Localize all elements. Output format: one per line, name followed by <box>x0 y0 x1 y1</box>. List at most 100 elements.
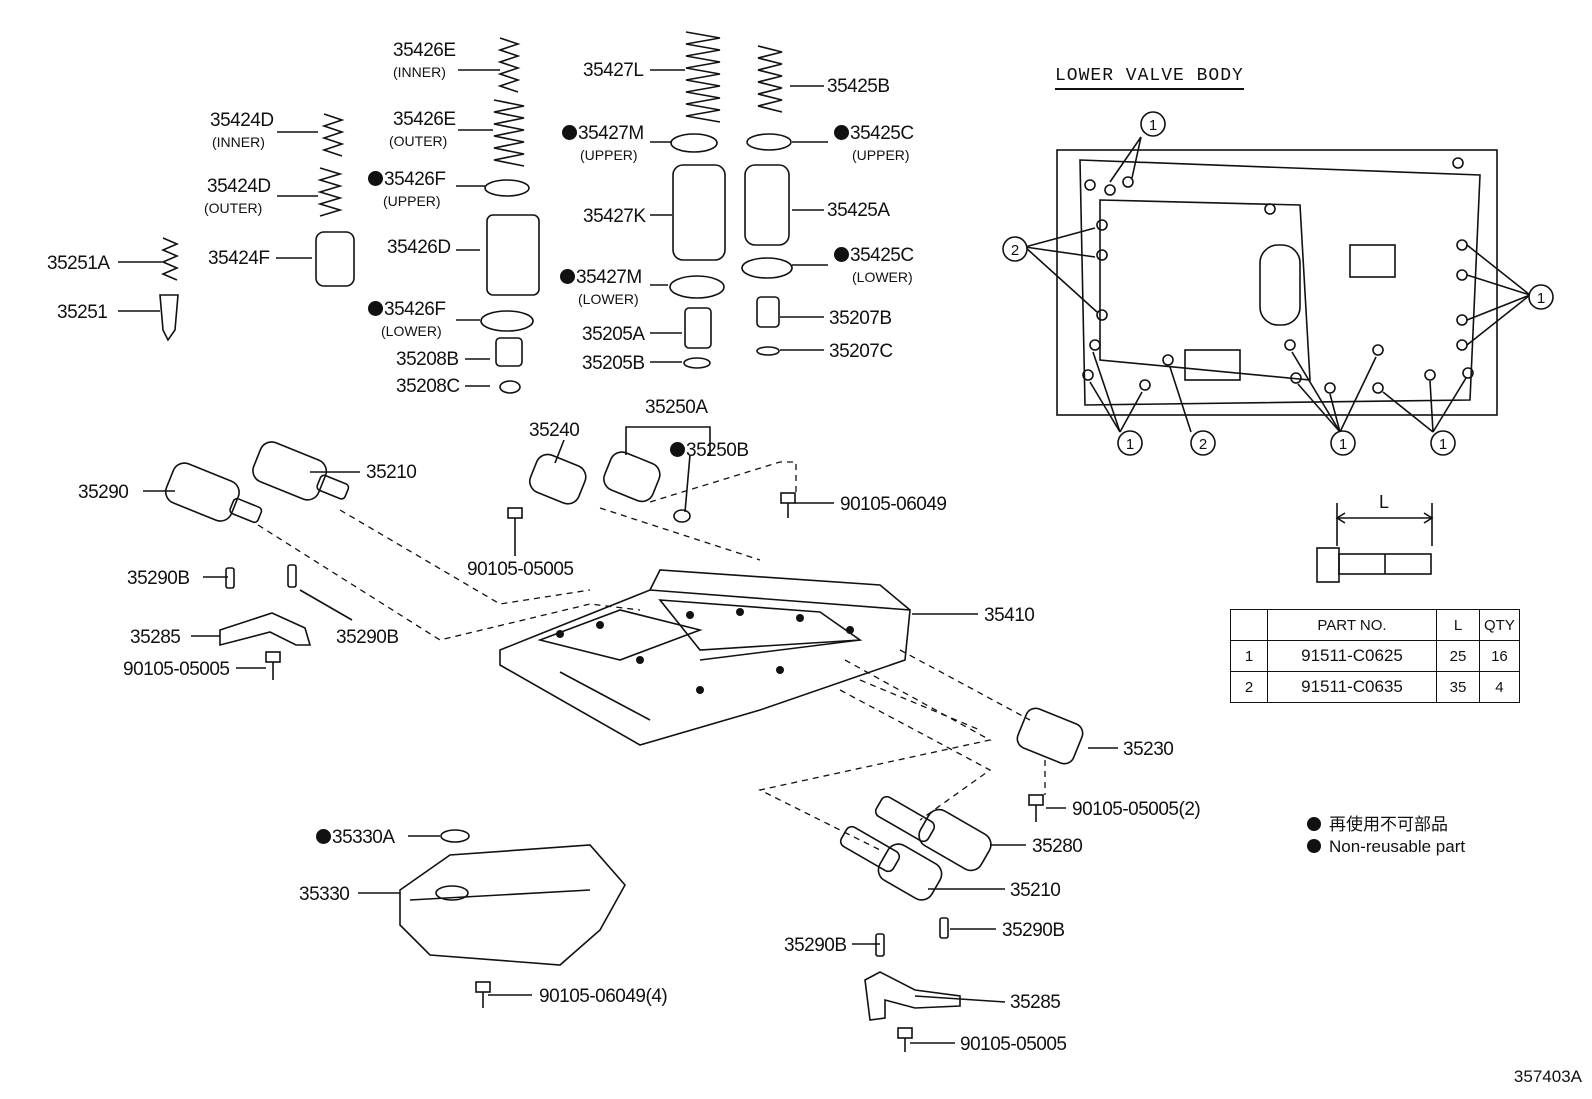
legend-jp: 再使用不可部品 <box>1307 810 1448 835</box>
non-reusable-dot <box>670 442 685 457</box>
callout-1-text: 1 <box>1439 436 1447 453</box>
part-number: 35426F <box>384 169 446 190</box>
part-35290B: 35290B <box>127 568 190 589</box>
table-cell: 35 <box>1436 671 1480 703</box>
non-reusable-dot <box>1307 817 1321 831</box>
part-90105-05005: 90105-05005 <box>123 659 230 680</box>
part-35290B: 35290B <box>336 627 399 648</box>
sub-lower: (LOWER) <box>381 323 442 339</box>
sub-upper: (UPPER) <box>383 193 441 209</box>
part-35251A: 35251A <box>47 253 110 274</box>
callout-1-text: 1 <box>1149 117 1157 134</box>
part-35290B: 35290B <box>1002 920 1065 941</box>
part-35251: 35251 <box>57 302 108 323</box>
part-35427K: 35427K <box>583 206 646 227</box>
bolt-table: PART NO. L QTY 1 91511-C0625 25 16 2 915… <box>1230 609 1520 703</box>
callout-1-text: 1 <box>1339 436 1347 453</box>
lower-valve-body-title: LOWER VALVE BODY <box>1055 66 1244 90</box>
part-90105-06049: 90105-06049 <box>840 494 947 515</box>
part-35427M-upper: 35427M <box>562 124 644 143</box>
part-number: 35427M <box>578 123 644 144</box>
part-number: 35426F <box>384 299 446 320</box>
sub-outer: (OUTER) <box>389 133 448 149</box>
part-35425C-upper: 35425C <box>834 124 914 143</box>
part-35425C-lower: 35425C <box>834 246 914 265</box>
part-35207C: 35207C <box>829 341 893 362</box>
part-35427L: 35427L <box>583 60 644 81</box>
part-35250A: 35250A <box>645 397 708 418</box>
part-35424F: 35424F <box>208 248 270 269</box>
legend-text: 再使用不可部品 <box>1329 815 1448 834</box>
part-35250B: 35250B <box>670 441 749 460</box>
table-cell: 91511-C0625 <box>1267 640 1437 672</box>
table-cell: 1 <box>1230 640 1268 672</box>
non-reusable-dot <box>368 301 383 316</box>
part-35290B: 35290B <box>784 935 847 956</box>
part-35427M-lower: 35427M <box>560 268 642 287</box>
table-cell: 91511-C0635 <box>1267 671 1437 703</box>
part-35205A: 35205A <box>582 324 645 345</box>
table-header: L <box>1436 609 1480 641</box>
part-35210: 35210 <box>366 462 417 483</box>
reference-code: 357403A <box>1513 1067 1582 1086</box>
part-90105-05005-2: 90105-05005(2) <box>1072 799 1201 820</box>
non-reusable-dot <box>562 125 577 140</box>
part-35426F-upper: 35426F <box>368 169 446 190</box>
part-35210: 35210 <box>1010 880 1061 901</box>
non-reusable-dot <box>1307 839 1321 853</box>
callout-2-text: 2 <box>1011 242 1019 259</box>
part-35426E-outer: 35426E <box>393 109 456 130</box>
part-35207B: 35207B <box>829 308 892 329</box>
part-90105-05005: 90105-05005 <box>960 1034 1067 1055</box>
dimension-L-label: L <box>1379 492 1389 512</box>
part-90105-05005: 90105-05005 <box>467 559 574 580</box>
non-reusable-dot <box>368 171 383 186</box>
part-35208B: 35208B <box>396 349 459 370</box>
table-cell <box>1230 609 1268 641</box>
part-35426D: 35426D <box>387 237 451 258</box>
part-35410: 35410 <box>984 605 1035 626</box>
table-cell: 16 <box>1479 640 1520 672</box>
part-35240: 35240 <box>529 420 580 441</box>
sub-inner: (INNER) <box>212 134 265 150</box>
part-35330A: 35330A <box>316 828 395 847</box>
table-cell: 25 <box>1436 640 1480 672</box>
part-35425A: 35425A <box>827 200 890 221</box>
part-35424D-inner: 35424D <box>210 110 274 131</box>
callout-1-text: 1 <box>1126 436 1134 453</box>
part-35230: 35230 <box>1123 739 1174 760</box>
non-reusable-dot <box>560 269 575 284</box>
non-reusable-dot <box>834 247 849 262</box>
part-35425B: 35425B <box>827 76 890 97</box>
part-number: 35250B <box>686 440 749 461</box>
part-35285: 35285 <box>130 627 181 648</box>
non-reusable-dot <box>316 829 331 844</box>
table-row: 1 91511-C0625 25 16 <box>1230 640 1520 672</box>
legend-en: Non-reusable part <box>1307 837 1465 857</box>
part-35426F-lower: 35426F <box>368 299 446 320</box>
part-35280: 35280 <box>1032 836 1083 857</box>
part-90105-06049-4: 90105-06049(4) <box>539 986 668 1007</box>
part-35208C: 35208C <box>396 376 460 397</box>
callout-1-text: 1 <box>1537 290 1545 307</box>
sub-upper: (UPPER) <box>580 147 638 163</box>
table-cell: 4 <box>1479 671 1520 703</box>
part-number: 35425C <box>850 245 914 266</box>
sub-outer: (OUTER) <box>204 200 263 216</box>
sub-inner: (INNER) <box>393 64 446 80</box>
callout-2-text: 2 <box>1199 436 1207 453</box>
part-35426E-inner: 35426E <box>393 40 456 61</box>
table-row: 2 91511-C0635 35 4 <box>1230 671 1520 703</box>
non-reusable-dot <box>834 125 849 140</box>
part-35285: 35285 <box>1010 992 1061 1013</box>
table-header-row: PART NO. L QTY <box>1230 609 1520 641</box>
part-number: 35425C <box>850 123 914 144</box>
part-number: 35427M <box>576 267 642 288</box>
table-cell: 2 <box>1230 671 1268 703</box>
sub-lower: (LOWER) <box>852 269 913 285</box>
part-35424D-outer: 35424D <box>207 176 271 197</box>
table-header: QTY <box>1479 609 1520 641</box>
sub-upper: (UPPER) <box>852 147 910 163</box>
part-number: 35330A <box>332 827 395 848</box>
sub-lower: (LOWER) <box>578 291 639 307</box>
